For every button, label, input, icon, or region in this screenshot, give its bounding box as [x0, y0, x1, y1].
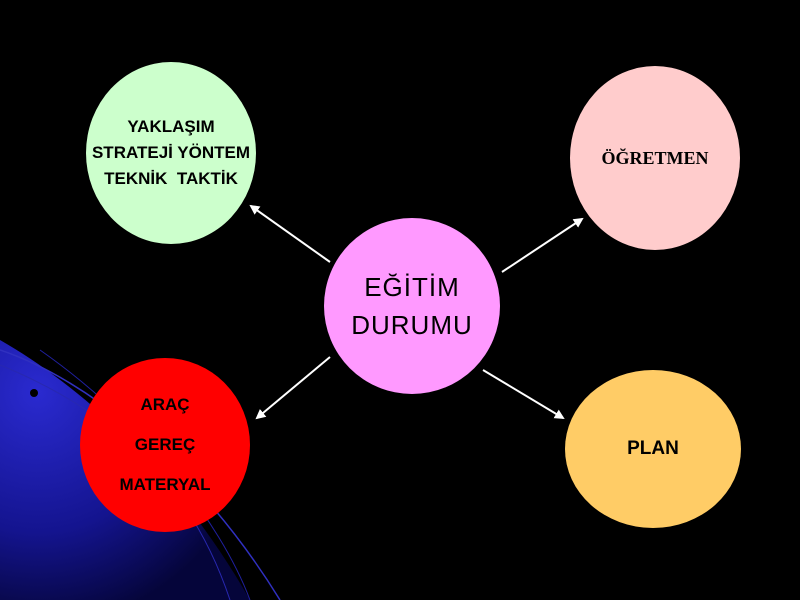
arrow-to-top-right	[501, 217, 584, 273]
node-text: DURUMU	[351, 310, 473, 340]
node-arac-gerec: ARAÇ GEREÇ MATERYAL	[80, 358, 250, 532]
blue-dot	[30, 389, 38, 397]
arrow-to-bottom-right	[482, 369, 565, 420]
node-text: EĞİTİM	[364, 272, 460, 302]
node-text: TEKNİK TAKTİK	[104, 169, 238, 188]
node-text: PLAN	[627, 438, 679, 459]
node-egitim-durumu: EĞİTİM DURUMU	[324, 218, 500, 394]
node-plan: PLAN	[565, 370, 741, 528]
node-text: MATERYAL	[119, 475, 211, 494]
node-text: STRATEJİ YÖNTEM	[91, 143, 251, 162]
node-ogretmen: ÖĞRETMEN	[570, 66, 740, 250]
arrow-to-bottom-left	[255, 356, 331, 420]
node-text: YAKLAŞIM	[127, 117, 215, 136]
node-yaklasim: YAKLAŞIM STRATEJİ YÖNTEM TEKNİK TAKTİK	[86, 62, 256, 244]
arrow-to-top-left	[249, 204, 331, 263]
node-text: GEREÇ	[134, 435, 196, 454]
node-text: ÖĞRETMEN	[601, 147, 709, 168]
node-text: ARAÇ	[140, 395, 190, 414]
